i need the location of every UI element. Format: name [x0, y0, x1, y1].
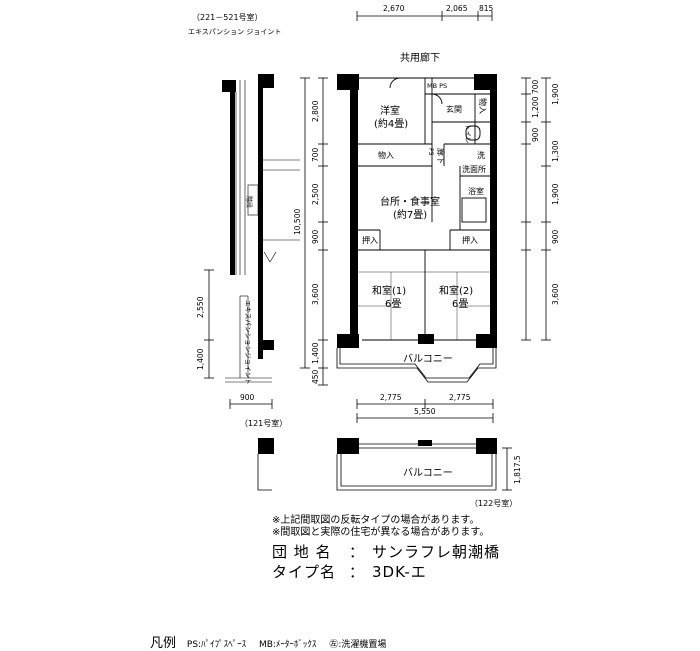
- left-unit-detail: [225, 80, 300, 383]
- note-line: ※間取図と実際の住宅が異なる場合があります。: [272, 527, 490, 538]
- room-entrance: 玄関: [446, 104, 462, 114]
- corridor-label: 共用廊下: [400, 51, 440, 64]
- lower-unit-walls: [258, 438, 497, 454]
- dim-right-inner-1: 700: [531, 79, 540, 94]
- room-washroom: 洗面所: [462, 164, 486, 174]
- dim-left-7: 450: [311, 369, 320, 384]
- main-unit-interior: [358, 77, 490, 341]
- top-dimension-line: [356, 11, 493, 21]
- room-japanese-2: 和室(2): [439, 284, 473, 297]
- room-japanese-2-size: 6畳: [452, 298, 468, 310]
- notes: ※上記間取図の反転タイプの場合があります。 ※間取図と実際の住宅が異なる場合があ…: [272, 515, 489, 539]
- left-dimension-column: [300, 77, 328, 386]
- balcony-lower-label: バルコニー: [403, 467, 453, 479]
- ps-small-label: PS: [427, 148, 434, 156]
- legend-item: ㊧:洗濯機置場: [329, 640, 387, 650]
- main-unit-walls: [337, 74, 497, 348]
- laundry-mark: 洗: [477, 150, 485, 160]
- room-closet-left: 押入: [362, 235, 378, 245]
- lower-balcony-outline: [257, 443, 497, 491]
- balcony-outline: [336, 348, 497, 383]
- legend-item: PS:ﾊﾟｲﾌﾟｽﾍﾟｰｽ: [186, 640, 247, 650]
- bottom-dimension-line: [356, 399, 494, 423]
- room-bath: 浴室: [468, 186, 484, 196]
- lower-left-unit-label: （121号室）: [240, 418, 287, 428]
- estate-row: 団 地 名 ： サンラフレ朝潮橋: [272, 542, 500, 562]
- dim-top-1: 2,670: [383, 4, 405, 13]
- dim-right-outer-3: 1,900: [551, 183, 560, 205]
- dim-top-2: 2,065: [446, 4, 468, 13]
- room-kitchen-size: (約7畳): [393, 208, 427, 221]
- dim-bottom-1: 2,775: [380, 393, 402, 402]
- dim-right-inner-3: 900: [531, 127, 540, 142]
- dim-right-outer-4: 900: [551, 229, 560, 244]
- room-storage-top: 物入: [478, 98, 488, 114]
- note-line: ※上記間取図の反転タイプの場合があります。: [272, 515, 480, 526]
- legend-title: 凡例: [150, 636, 177, 651]
- room-western: 洋室: [380, 104, 400, 117]
- dim-right-outer-1: 1,900: [551, 83, 560, 105]
- left-unit-walls: [222, 74, 274, 359]
- upper-unit-label: （221－521号室）: [192, 12, 263, 22]
- room-western-size: (約4畳): [374, 117, 408, 130]
- dim-left-6: 1,400: [311, 342, 320, 364]
- dim-top-3: 815: [479, 4, 494, 13]
- estate-label: 団 地 名: [272, 543, 332, 561]
- room-japanese-1: 和室(1): [372, 284, 406, 297]
- estate-colon: ：: [348, 543, 365, 561]
- expansion-joint-vertical-label: エキスパンションジョイント: [244, 300, 252, 385]
- far-left-dimension-line: [204, 269, 214, 379]
- type-value: 3DK-エ: [372, 563, 427, 581]
- legend: 凡例 PS:ﾊﾟｲﾌﾟｽﾍﾟｰｽ MB:ﾒｰﾀｰﾎﾞｯｸｽ ㊧:洗濯機置場: [150, 632, 396, 651]
- type-row: タイプ名 ： 3DK-エ: [272, 562, 500, 582]
- dim-far-left-1: 2,550: [196, 296, 205, 318]
- dim-balcony-depth: 1,817.5: [513, 455, 522, 484]
- estate-value: サンラフレ朝潮橋: [372, 543, 501, 561]
- dim-right-inner-2: 1,200: [531, 96, 540, 118]
- room-closet-right: 押入: [462, 235, 478, 245]
- dim-left-4: 900: [311, 229, 320, 244]
- dim-right-outer-2: 1,300: [551, 140, 560, 162]
- dim-left-2: 700: [311, 147, 320, 162]
- dim-far-left-2: 1,400: [196, 348, 205, 370]
- room-japanese-1-size: 6畳: [385, 298, 401, 310]
- room-kitchen: 台所・食事室: [380, 195, 440, 208]
- dim-bottom-2: 2,775: [449, 393, 471, 402]
- dim-left-900: 900: [240, 393, 255, 402]
- type-label: タイプ名: [272, 563, 337, 581]
- dim-left-1: 2,800: [311, 100, 320, 122]
- dim-right-outer-5: 3,600: [551, 283, 560, 305]
- mb-ps-label: MB PS: [427, 82, 447, 90]
- type-colon: ：: [348, 563, 365, 581]
- lower-balcony-dimension: [502, 447, 512, 491]
- dim-left-total: 10,500: [293, 209, 302, 235]
- room-toilet: トイレ: [464, 124, 472, 144]
- right-dimension-columns: [521, 77, 551, 341]
- left-900-dimension: [229, 399, 273, 409]
- room-storage-mid: 物入: [378, 150, 394, 160]
- dim-left-5: 3,600: [311, 283, 320, 305]
- tatami-grid: [358, 271, 490, 340]
- balcony-label: バルコニー: [403, 353, 453, 365]
- side-stair-label: 階段: [245, 196, 253, 208]
- dim-bottom-total: 5,550: [414, 407, 436, 416]
- property-info: 団 地 名 ： サンラフレ朝潮橋 タイプ名 ： 3DK-エ: [272, 542, 500, 582]
- expansion-joint-label: エキスパンション ジョイント: [188, 28, 281, 36]
- lower-right-unit-label: （122号室）: [470, 498, 517, 508]
- legend-item: MB:ﾒｰﾀｰﾎﾞｯｸｽ: [258, 640, 317, 650]
- dim-left-3: 2,500: [311, 183, 320, 205]
- room-hallway: 廊下: [436, 148, 446, 164]
- floor-plan: （221－521号室） エキスパンション ジョイント 共用廊下 2,670 2,…: [188, 4, 560, 508]
